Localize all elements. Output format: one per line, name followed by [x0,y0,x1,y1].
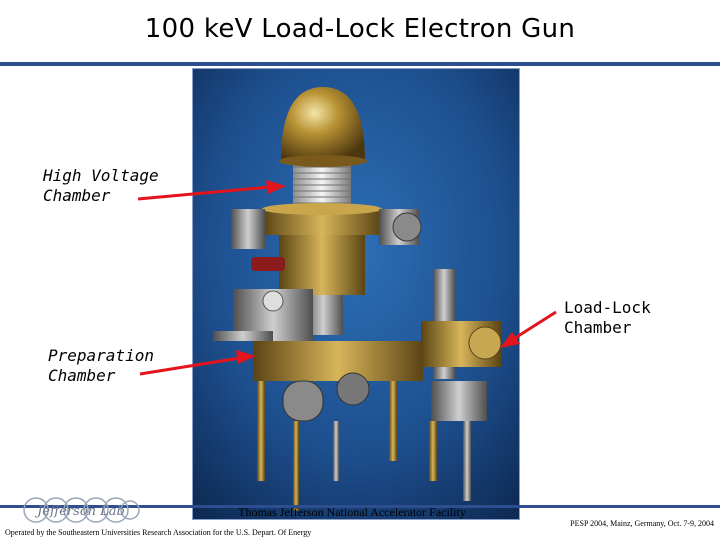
high-voltage-label-line2: Chamber [43,186,111,205]
high-voltage-label-line1: High Voltage [43,166,159,185]
preparation-label-line2: Chamber [48,366,116,385]
operated-by-text: Operated by the Southeastern Universitie… [5,528,312,537]
facility-name: Thomas Jefferson National Accelerator Fa… [238,505,466,519]
slide-title: 100 keV Load-Lock Electron Gun [144,14,576,44]
bottom-rule [0,505,720,508]
conference-text: PESP 2004, Mainz, Germany, Oct. 7-9, 200… [570,519,714,528]
electron-gun-illustration [193,69,519,519]
jefferson-lab-logo-graphic: Jefferson Lab [23,497,140,523]
preparation-label-line1: Preparation [48,346,154,365]
load-lock-label-line1: Load-Lock [564,298,651,317]
top-rule [0,62,720,66]
load-lock-label-line2: Chamber [564,318,632,337]
electron-gun-photo [192,68,520,520]
logo-text: Jefferson Lab [34,504,125,519]
jefferson-lab-logo: Jefferson Lab [22,494,140,526]
